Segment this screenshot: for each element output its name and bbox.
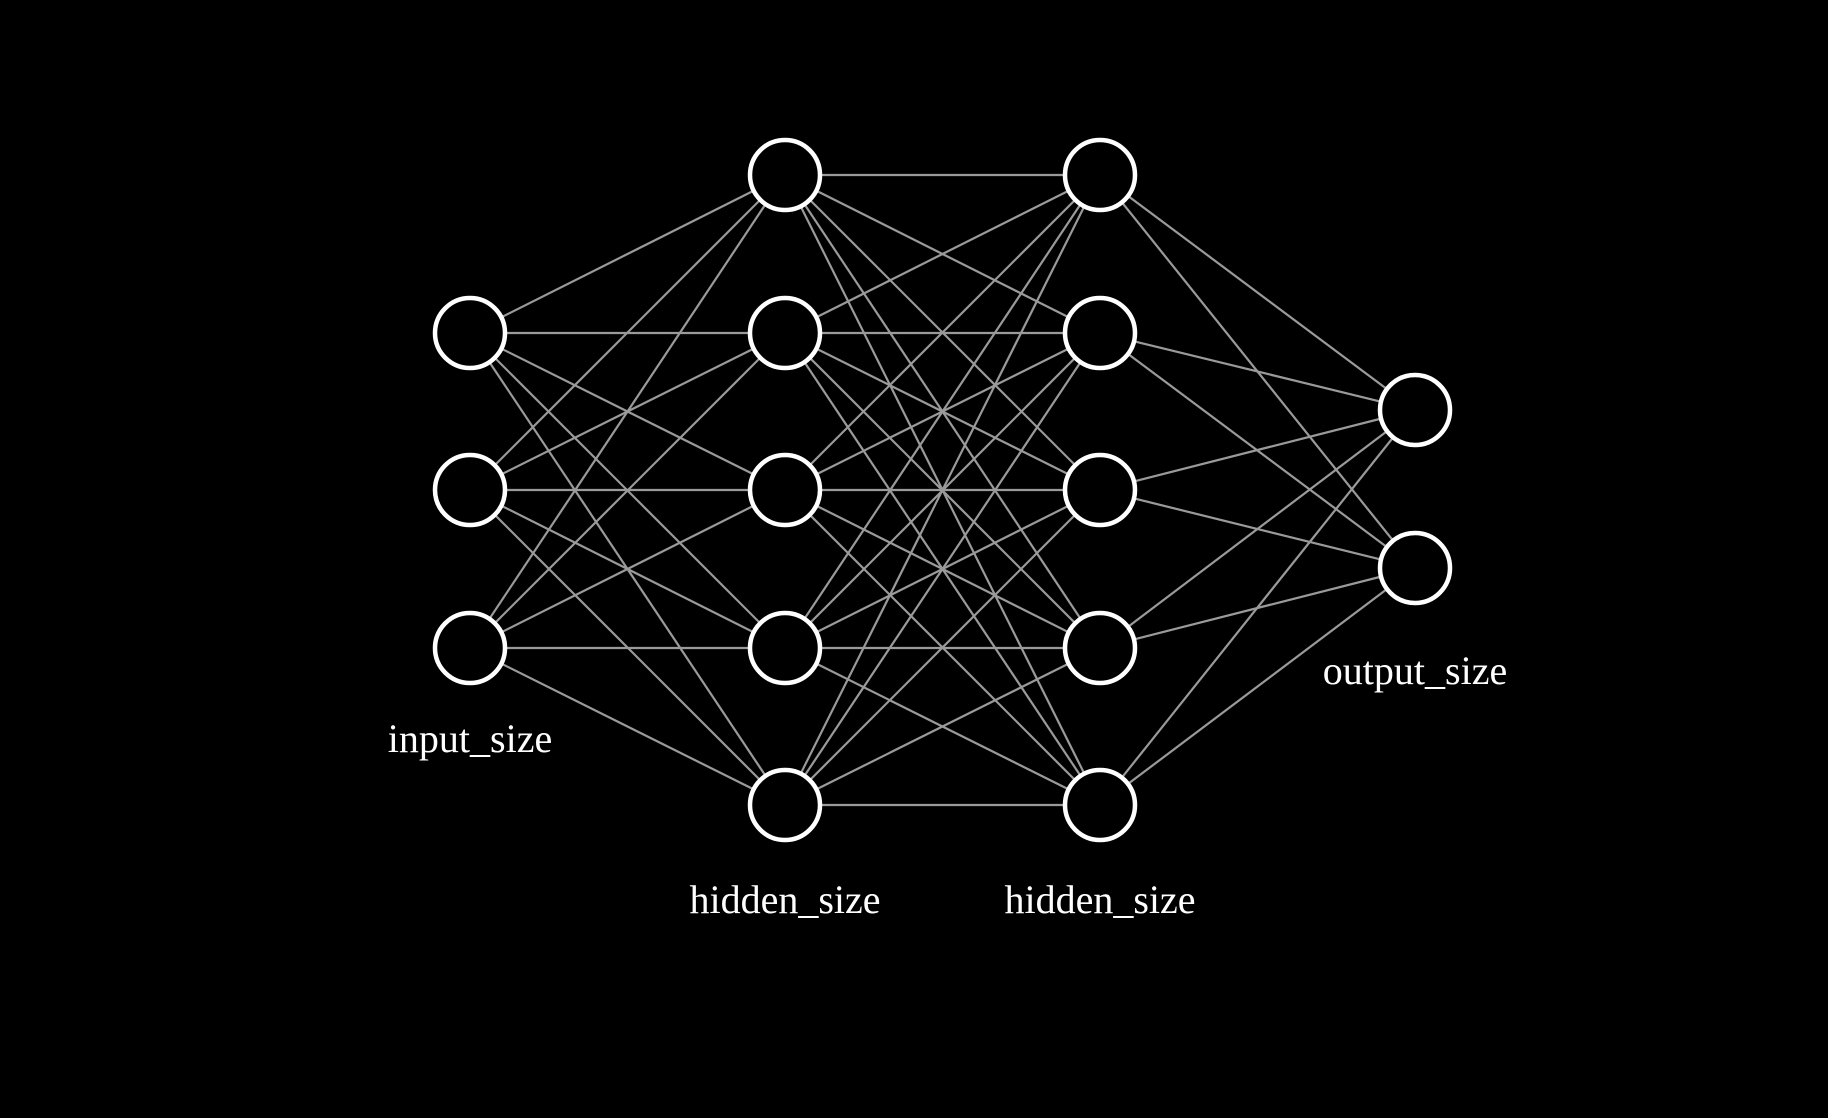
network-edge <box>784 174 1101 649</box>
network-edge <box>784 174 1101 334</box>
network-edge <box>469 332 786 649</box>
network-edge <box>784 489 1101 806</box>
network-node-hidden1-2 <box>747 295 823 371</box>
network-node-hidden1-3 <box>747 452 823 528</box>
network-node-input-3 <box>432 610 508 686</box>
network-edge <box>469 174 786 649</box>
network-edge <box>1099 174 1416 411</box>
network-edge <box>469 647 786 806</box>
network-edge <box>784 647 1101 806</box>
nodes-group <box>432 137 1453 843</box>
network-edge <box>1099 409 1416 806</box>
network-edge <box>469 174 786 334</box>
network-edge <box>1099 408 1416 492</box>
network-node-output-2 <box>1377 530 1453 606</box>
network-edge <box>1099 331 1416 412</box>
network-edge <box>784 332 1101 806</box>
network-node-hidden2-4 <box>1062 610 1138 686</box>
network-node-hidden2-5 <box>1062 767 1138 843</box>
network-edge <box>469 174 786 491</box>
network-edge <box>784 174 1101 806</box>
network-node-input-2 <box>432 452 508 528</box>
network-node-input-1 <box>432 295 508 371</box>
network-edge <box>1099 409 1416 649</box>
network-node-hidden1-5 <box>747 767 823 843</box>
layer-label-output: output_size <box>1323 648 1507 693</box>
network-edge <box>1099 567 1416 806</box>
network-node-hidden1-4 <box>747 610 823 686</box>
network-edge <box>469 489 786 649</box>
labels-group: input_size hidden_size hidden_size output_s… <box>388 648 1507 922</box>
network-node-hidden2-3 <box>1062 452 1138 528</box>
network-node-hidden1-1 <box>747 137 823 213</box>
layer-label-hidden1: hidden_size <box>689 877 880 922</box>
layer-label-input: input_size <box>388 716 552 761</box>
network-edge <box>784 174 1101 491</box>
network-node-hidden2-1 <box>1062 137 1138 213</box>
edges-group <box>469 173 1416 807</box>
network-node-hidden2-2 <box>1062 295 1138 371</box>
network-node-output-1 <box>1377 372 1453 448</box>
layer-label-hidden2: hidden_size <box>1004 877 1195 922</box>
